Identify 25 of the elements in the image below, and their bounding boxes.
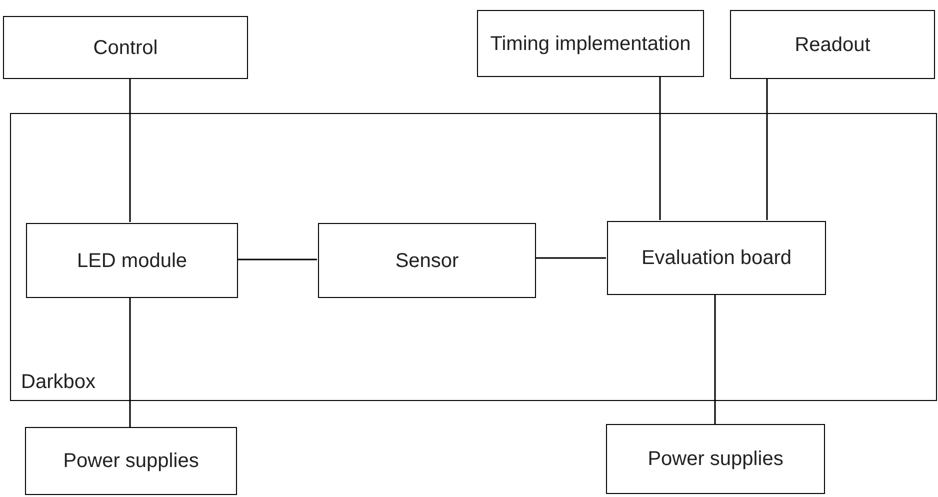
component-box (607, 221, 826, 295)
box-label: Sensor (395, 248, 459, 272)
component-box (3, 16, 248, 79)
component-box (730, 10, 935, 79)
connector-line (129, 297, 131, 427)
connector-line (766, 79, 768, 220)
component-box (26, 223, 238, 298)
component-box (25, 427, 237, 495)
box-label: Evaluation board (641, 246, 792, 270)
component-box (606, 424, 825, 494)
box-label: Readout (794, 32, 870, 56)
box-label: Power supplies (63, 449, 199, 473)
connector-line (714, 294, 716, 424)
component-box (318, 223, 536, 298)
box-label: Control (93, 36, 158, 60)
connector-line (237, 258, 317, 260)
component-box (477, 10, 704, 77)
connector-line (535, 257, 606, 259)
enclosure-box (10, 113, 937, 401)
connector-line (129, 79, 131, 222)
box-label: Power supplies (648, 447, 784, 471)
group-label: Darkbox (21, 370, 96, 394)
connector-line (659, 77, 661, 220)
box-label: Timing implementation (490, 32, 691, 56)
box-label: LED module (76, 248, 188, 272)
